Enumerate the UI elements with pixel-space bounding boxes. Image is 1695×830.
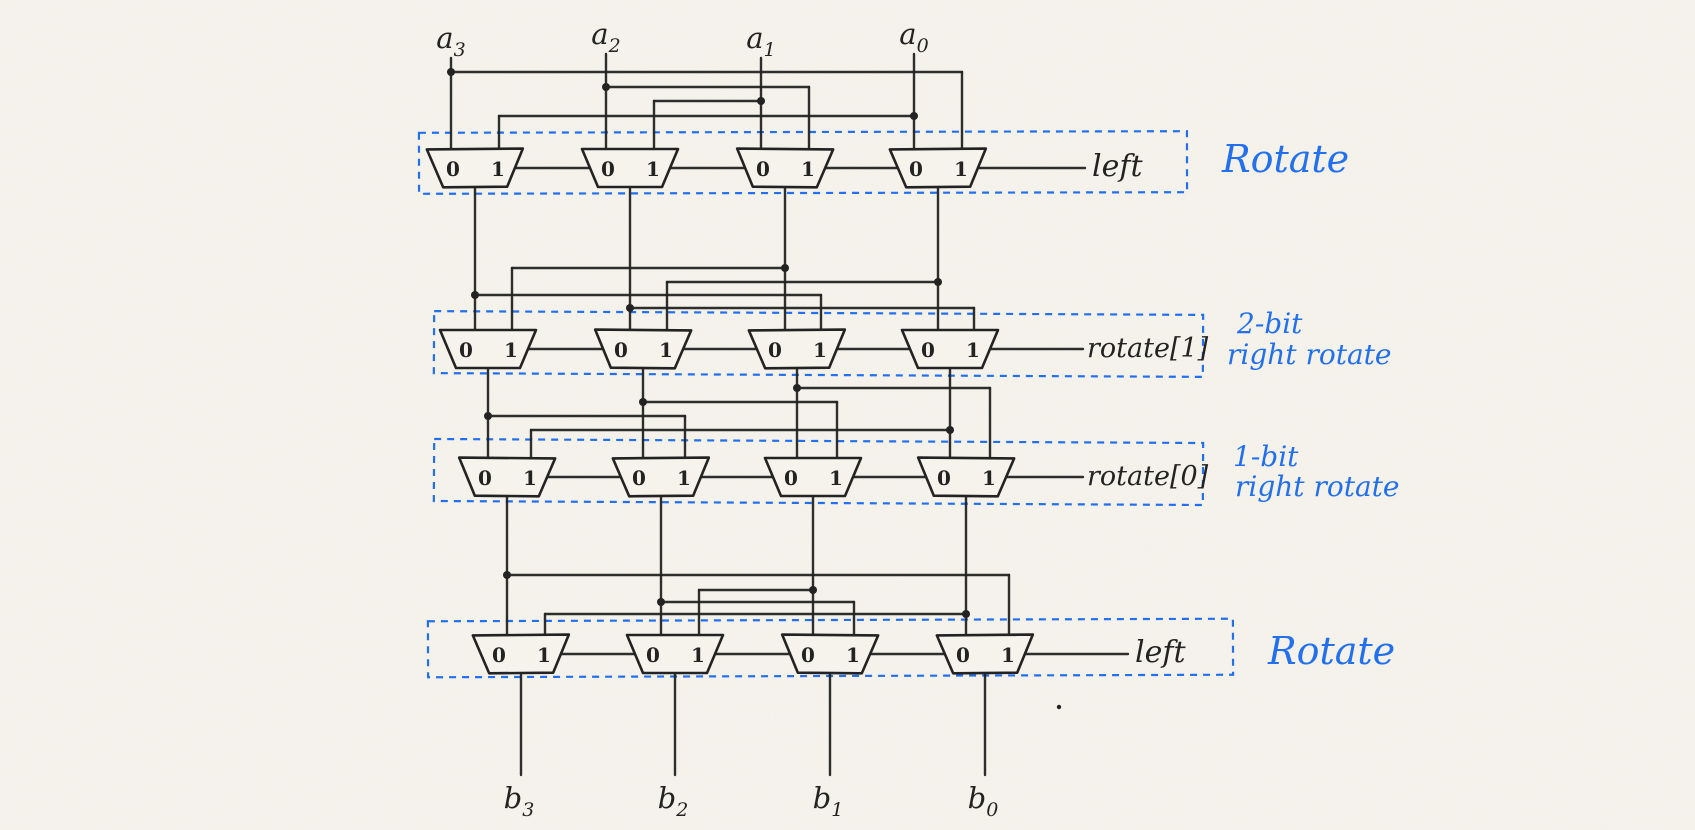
junction-dot [946, 426, 954, 434]
annotation-stage3-line1: 1-bit [1233, 440, 1299, 473]
stage-1-select-label: left [1092, 149, 1143, 184]
mux-stage1-bit3 [425, 147, 525, 189]
input-label-a0: a0 [899, 17, 928, 57]
mux-stage3-bit2 [611, 456, 711, 498]
mux-port1-label: 1 [491, 157, 505, 181]
mux-stage1-bit2 [580, 147, 680, 189]
stage-2-dashed-box [432, 310, 1205, 378]
mux-port0-label: 0 [614, 338, 628, 362]
output-label-b2: b2 [658, 781, 689, 821]
mux-stage4-bit3 [471, 633, 571, 675]
output-label-b3: b3 [504, 781, 535, 821]
mux-stage2-bit2 [593, 328, 693, 370]
mux-port1-label: 1 [813, 338, 827, 362]
mux-stage4-bit0 [935, 633, 1035, 675]
stage-2-select-label: rotate[1] [1087, 333, 1209, 364]
mux-port1-label: 1 [691, 643, 705, 667]
mux-port1-label: 1 [966, 338, 980, 362]
junction-dot [910, 112, 918, 120]
mux-port1-label: 1 [846, 643, 860, 667]
mux-port0-label: 0 [909, 157, 923, 181]
input-label-a1: a1 [746, 21, 775, 61]
mux-stage4-bit2 [625, 633, 725, 675]
mux-port1-label: 1 [982, 466, 996, 490]
mux-stage2-bit0 [900, 328, 1000, 370]
mux-port1-label: 1 [646, 157, 660, 181]
mux-stage3-bit3 [457, 456, 557, 498]
mux-port1-label: 1 [504, 338, 518, 362]
mux-stage2-bit3 [438, 328, 538, 370]
junction-dot [471, 291, 479, 299]
junction-dot [793, 384, 801, 392]
junction-dot [962, 610, 970, 618]
mux-port0-label: 0 [956, 643, 970, 667]
junction-dot [757, 97, 765, 105]
mux-port0-label: 0 [784, 466, 798, 490]
stage-3-dashed-box [432, 437, 1205, 507]
mux-port0-label: 0 [632, 466, 646, 490]
mux-stage1-bit0 [888, 147, 988, 189]
mux-port0-label: 0 [478, 466, 492, 490]
mux-port0-label: 0 [601, 157, 615, 181]
stage-4-select-label: left [1135, 635, 1186, 670]
mux-port0-label: 0 [446, 157, 460, 181]
mux-stage3-bit1 [763, 456, 863, 498]
annotation-stage2-line2: right rotate [1227, 338, 1391, 371]
annotation-stage2-line1: 2-bit [1236, 307, 1303, 340]
output-label-b1: b1 [813, 781, 844, 821]
mux-port1-label: 1 [677, 466, 691, 490]
mux-stage4-bit1 [780, 633, 880, 675]
stage-1-dashed-box [417, 130, 1189, 195]
mux-port1-label: 1 [829, 466, 843, 490]
input-label-a2: a2 [591, 17, 620, 57]
mux-port1-label: 1 [954, 157, 968, 181]
mux-stage1-bit1 [735, 147, 835, 189]
mux-port0-label: 0 [459, 338, 473, 362]
mux-port1-label: 1 [537, 643, 551, 667]
junction-dot [639, 398, 647, 406]
junction-dot [781, 264, 789, 272]
junction-dot [484, 412, 492, 420]
junction-dot [602, 83, 610, 91]
mux-port1-label: 1 [659, 338, 673, 362]
output-label-b0: b0 [968, 781, 999, 821]
mux-port0-label: 0 [937, 466, 951, 490]
drawing-root: a3 a2 a1 a0 b3 b2 b1 b0 left 0 1 0 1 0 1 0 1 rotate[1] 0 1 0… [417, 17, 1399, 821]
mux-port0-label: 0 [646, 643, 660, 667]
mux-port0-label: 0 [921, 338, 935, 362]
junction-dot [626, 304, 634, 312]
input-label-a3: a3 [436, 21, 465, 61]
mux-port0-label: 0 [492, 643, 506, 667]
junction-dot [657, 598, 665, 606]
mux-port0-label: 0 [801, 643, 815, 667]
junction-dot [447, 68, 455, 76]
mux-port0-label: 0 [756, 157, 770, 181]
annotation-stage4-line1: Rotate [1267, 629, 1395, 673]
annotation-stage3-line2: right rotate [1235, 470, 1399, 503]
mux-port0-label: 0 [768, 338, 782, 362]
mux-stage3-bit0 [916, 456, 1016, 498]
junction-dot [503, 571, 511, 579]
mux-port1-label: 1 [801, 157, 815, 181]
stray-pen-mark [1056, 704, 1062, 710]
stage-3-select-label: rotate[0] [1087, 461, 1209, 492]
mux-port1-label: 1 [1001, 643, 1015, 667]
annotation-stage1-line1: Rotate [1221, 137, 1349, 181]
mux-stage2-bit1 [747, 328, 847, 370]
mux-port1-label: 1 [523, 466, 537, 490]
junction-dot [809, 586, 817, 594]
junction-dot [934, 278, 942, 286]
